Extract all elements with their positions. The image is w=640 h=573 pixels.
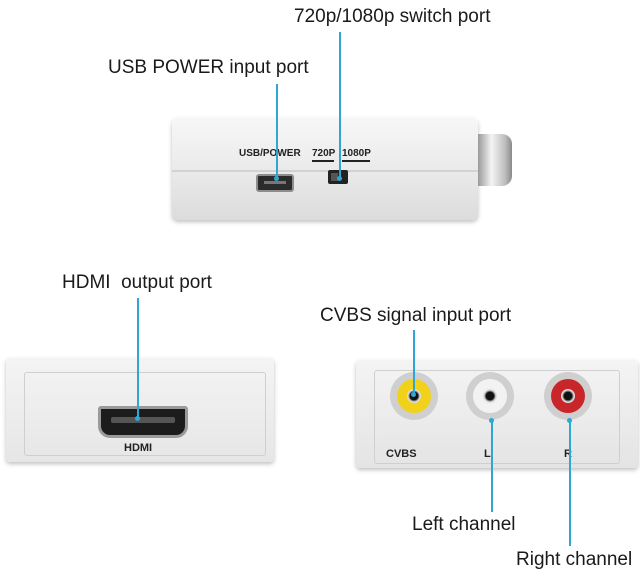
720p-bar xyxy=(312,160,334,162)
right-label: R xyxy=(564,448,572,460)
usb-power-callout: USB POWER input port xyxy=(108,57,309,78)
cvbs-leader-dot xyxy=(411,392,416,397)
panel-border xyxy=(24,372,266,456)
hdmi-leader-dot xyxy=(135,416,140,421)
cvbs-input-callout: CVBS signal input port xyxy=(320,305,512,326)
left-leader-dot xyxy=(489,418,494,423)
usb-leader-line xyxy=(276,84,278,180)
hdmi-leader-line xyxy=(137,298,139,420)
left-channel-callout: Left channel xyxy=(412,514,516,535)
hdmi-label: HDMI xyxy=(124,442,153,454)
right-channel-callout: Right channel xyxy=(516,549,633,570)
left-leader-line xyxy=(491,420,493,512)
switch-port-callout: 720p/1080p switch port xyxy=(294,6,491,27)
left-audio-jack xyxy=(466,372,514,420)
jack-hole xyxy=(483,389,497,403)
usb-port xyxy=(256,174,294,192)
housing-seam xyxy=(172,170,478,172)
720p-label: 720P xyxy=(312,148,336,159)
right-leader-dot xyxy=(567,418,572,423)
converter-av-side: CVBS L R xyxy=(356,360,638,468)
cvbs-label: CVBS xyxy=(386,448,417,460)
switch-leader-line xyxy=(339,32,341,180)
jack-hole xyxy=(561,389,575,403)
panel-border xyxy=(374,370,620,464)
hdmi-output-callout: HDMI output port xyxy=(62,272,212,293)
hdmi-port xyxy=(98,406,188,438)
converter-top-view: USB/POWER 720P 1080P xyxy=(172,118,478,220)
right-audio-jack xyxy=(544,372,592,420)
1080p-label: 1080P xyxy=(342,148,371,159)
switch-leader-dot xyxy=(337,176,342,181)
1080p-bar xyxy=(342,160,370,162)
usb-power-label: USB/POWER xyxy=(239,148,301,159)
right-leader-line xyxy=(569,420,571,546)
rca-connector-side xyxy=(478,134,512,186)
left-label: L xyxy=(484,448,491,460)
usb-leader-dot xyxy=(274,176,279,181)
converter-hdmi-side: HDMI xyxy=(6,358,274,462)
cvbs-leader-line xyxy=(413,330,415,396)
